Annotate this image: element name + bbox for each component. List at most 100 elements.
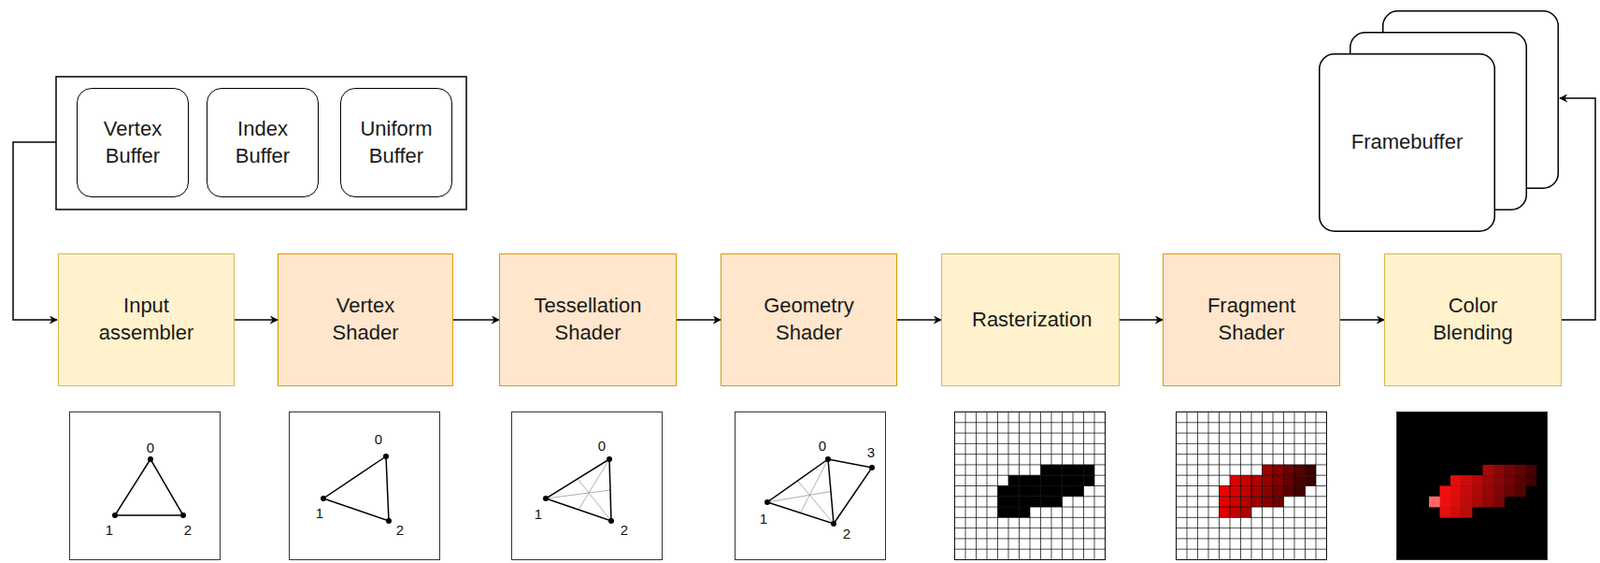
grid-line (1176, 506, 1328, 508)
tessellation-line (800, 458, 829, 514)
vertex-index: 0 (146, 440, 155, 455)
blended-pixel (1428, 496, 1441, 508)
fragment-pixel (1084, 474, 1096, 486)
centroid (587, 491, 589, 493)
pixel-grid (1176, 412, 1328, 560)
fragment-pixel (1041, 485, 1053, 497)
grid-line (1176, 442, 1328, 444)
grid-line (1176, 421, 1328, 423)
fragment-pixel (1062, 474, 1074, 486)
blended-pixel (1461, 506, 1473, 518)
fragment-pixel (1029, 496, 1042, 507)
buffer-box: Index Buffer (206, 87, 319, 198)
grid-line (955, 558, 1106, 560)
fragment-pixel (1008, 474, 1020, 486)
buffer-box: Uniform Buffer (340, 87, 453, 198)
vertex-dot (180, 512, 186, 518)
grid-line (1176, 558, 1328, 560)
blended-pixel (1461, 485, 1473, 498)
vertex-dot (764, 499, 771, 505)
vertex-index: 1 (759, 511, 768, 526)
fragment-pixel (1229, 485, 1242, 497)
fragment-pixel (1241, 474, 1253, 486)
triangle-figure (542, 456, 615, 524)
fragment-pixel (1305, 474, 1317, 486)
shader-stage-box: Vertex Shader (277, 253, 454, 386)
grid-line (1176, 495, 1328, 497)
flow-arrow (676, 318, 721, 321)
fragment-pixel (1051, 485, 1063, 497)
fragment-pixel (1229, 474, 1242, 486)
fragment-pixel (1219, 506, 1231, 517)
blended-pixel (1514, 485, 1527, 498)
grid-line (1176, 527, 1328, 529)
fragment-pixel (1008, 485, 1020, 497)
blended-pixel (1526, 474, 1538, 486)
flow-arrow (234, 318, 278, 321)
grid-line (955, 506, 1106, 508)
buffer-group-frame (56, 76, 467, 210)
node-label: Geometry Shader (750, 292, 868, 346)
fragment-pixel (1219, 496, 1231, 507)
shader-stage-box: Tessellation Shader (499, 253, 677, 386)
pixel-grid (955, 412, 1106, 560)
fragment-pixel (1284, 464, 1296, 475)
shader-stage-box: Geometry Shader (720, 253, 898, 386)
grid-line (1176, 411, 1328, 413)
vertex-index: 1 (315, 505, 324, 520)
input-line (13, 142, 58, 320)
blended-pixel (1493, 496, 1505, 508)
blended-pixel (1483, 496, 1495, 508)
fragment-pixel (1229, 496, 1242, 507)
flow-arrow (1340, 318, 1385, 321)
fragment-pixel (1019, 474, 1031, 486)
fragment-pixel (1008, 506, 1020, 517)
grid-line (955, 548, 1106, 550)
blended-pixel (1504, 485, 1516, 498)
fragment-pixel (1019, 506, 1031, 517)
fragment-pixel (1251, 485, 1263, 497)
fragment-pixel (1019, 485, 1031, 497)
blended-pixel (1450, 496, 1462, 508)
centroid (809, 494, 811, 496)
fragment-pixel (1305, 464, 1317, 475)
vertex-index: 2 (396, 522, 404, 537)
fragment-pixel (1008, 496, 1020, 507)
grid-line (1176, 453, 1328, 455)
grid-line (955, 442, 1106, 444)
tessellation-line (545, 489, 611, 499)
grid-line (955, 453, 1106, 455)
grid-line (1176, 548, 1328, 550)
framebuffer-cards (1317, 10, 1560, 233)
fragment-pixel (1041, 496, 1053, 507)
fragment-pixel (1241, 496, 1253, 507)
grid-line (1176, 474, 1328, 476)
node-label: Rasterization (971, 306, 1089, 334)
blended-pixel (1483, 464, 1495, 476)
node-label: Input assembler (87, 292, 205, 346)
blended-pixel (1493, 485, 1505, 498)
framebuffer-card (1319, 54, 1496, 232)
grid-line (1176, 463, 1328, 465)
tessellation-line (578, 458, 610, 510)
vertex-dot (383, 453, 389, 459)
blended-pixel (1526, 464, 1538, 476)
fragment-pixel (1029, 485, 1042, 497)
blended-pixel (1461, 496, 1473, 508)
fragment-pixel (998, 496, 1010, 507)
blended-pixel (1514, 464, 1527, 476)
blended-pixel (1493, 474, 1505, 486)
vertex-dot (830, 520, 837, 527)
fragment-pixel (1262, 474, 1274, 486)
node-label: Color Blending (1414, 292, 1532, 346)
vertex-dot (869, 464, 875, 471)
triangle-figure (764, 456, 875, 527)
stage-thumbnail (289, 412, 441, 560)
vertex-index: 2 (620, 522, 629, 537)
blended-pixel (1471, 485, 1484, 498)
stage-thumbnail (70, 412, 221, 560)
framebuffer-stack: Framebuffer (1317, 10, 1560, 233)
blended-pixels (1428, 464, 1537, 518)
vertex-dot (608, 517, 615, 524)
